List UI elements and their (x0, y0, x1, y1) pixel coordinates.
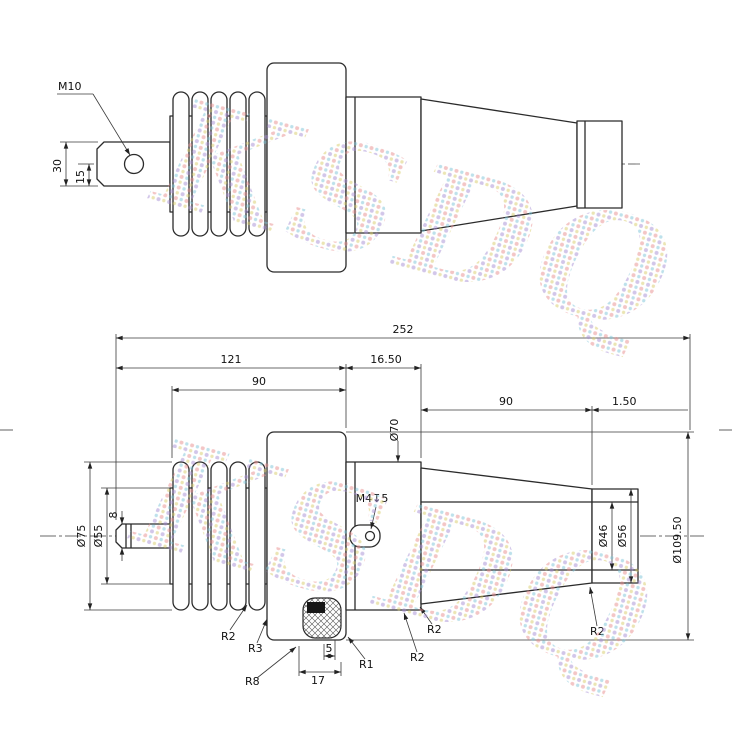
top-view-dimensions: M10 30 15 (51, 80, 131, 187)
shed (191, 91, 209, 237)
shed (248, 91, 266, 237)
bottom-horizontal-dimensions: 252 121 16.50 90 90 1.50 (115, 323, 691, 520)
dia-56-label: Ø56 (616, 525, 629, 548)
shed (210, 461, 228, 611)
tapped-hole-circle (364, 530, 376, 542)
shed (210, 91, 228, 237)
r8-label: R8 (245, 675, 260, 688)
r3-leader (256, 618, 268, 644)
top-view: M10 30 15 (51, 62, 640, 273)
r2-sheds-leader (229, 604, 248, 631)
bottom-left-dimensions: Ø75 Ø55 8 (75, 461, 172, 611)
dia-75-label: Ø75 (75, 525, 88, 548)
dim-15-label: 15 (74, 170, 87, 184)
cone-section (420, 467, 593, 605)
dia-55-label: Ø55 (92, 525, 105, 548)
dim-1-50-label: 1.50 (612, 395, 637, 408)
shed (248, 461, 266, 611)
bellows-top (169, 91, 268, 237)
dim-17-label: 17 (311, 674, 325, 687)
r2-lower-leader (403, 612, 418, 653)
gasket-seal-block (307, 602, 325, 613)
shed (229, 91, 247, 237)
mid-body-top-view (345, 96, 422, 234)
r8-leader (256, 646, 297, 679)
bottom-view: 252 121 16.50 90 90 1.50 Ø75 Ø55 8 (0, 323, 732, 688)
stud-section (115, 523, 177, 549)
dia-70-label: Ø70 (388, 419, 401, 442)
bellows-bottom (169, 461, 268, 611)
bottom-callouts: R2 R3 R8 5 17 R1 R2 R2 R2 (221, 586, 605, 688)
end-cylinder-top-view (576, 120, 623, 209)
r2-end-label: R2 (590, 625, 605, 638)
stud-hole (123, 153, 145, 175)
flange-top-view (266, 62, 347, 273)
m10-leader (92, 93, 131, 156)
dim-90-sheds-label: 90 (252, 375, 266, 388)
dim-121-label: 121 (221, 353, 242, 366)
r2-upper-label: R2 (427, 623, 442, 636)
r1-label: R1 (359, 658, 374, 671)
shed (191, 461, 209, 611)
dim-16-50-label: 16.50 (370, 353, 402, 366)
cone-top-view (420, 98, 578, 232)
dim-5-label: 5 (326, 642, 333, 655)
shed (172, 91, 190, 237)
r1-leader (347, 636, 366, 660)
dim-30-label: 30 (51, 159, 64, 173)
tapped-hole-label: M4↧5 (356, 492, 389, 505)
r2-sheds-label: R2 (221, 630, 236, 643)
shed (229, 461, 247, 611)
r2-lower-label: R2 (410, 651, 425, 664)
dia-109-50-label: Ø109.50 (671, 516, 684, 563)
dim-90-cone-label: 90 (499, 395, 513, 408)
m10-label: M10 (58, 80, 82, 93)
r3-label: R3 (248, 642, 263, 655)
r2-end-leader (588, 586, 598, 627)
dia-46-label: Ø46 (597, 525, 610, 548)
bottom-right-dimensions: Ø70 M4↧5 Ø46 Ø56 Ø109.50 (346, 419, 694, 641)
tapped-hole-leader (370, 506, 377, 530)
r2-upper-leader (419, 606, 433, 625)
dim-252-label: 252 (393, 323, 414, 336)
shed (172, 461, 190, 611)
dim-8-label: 8 (107, 512, 120, 519)
